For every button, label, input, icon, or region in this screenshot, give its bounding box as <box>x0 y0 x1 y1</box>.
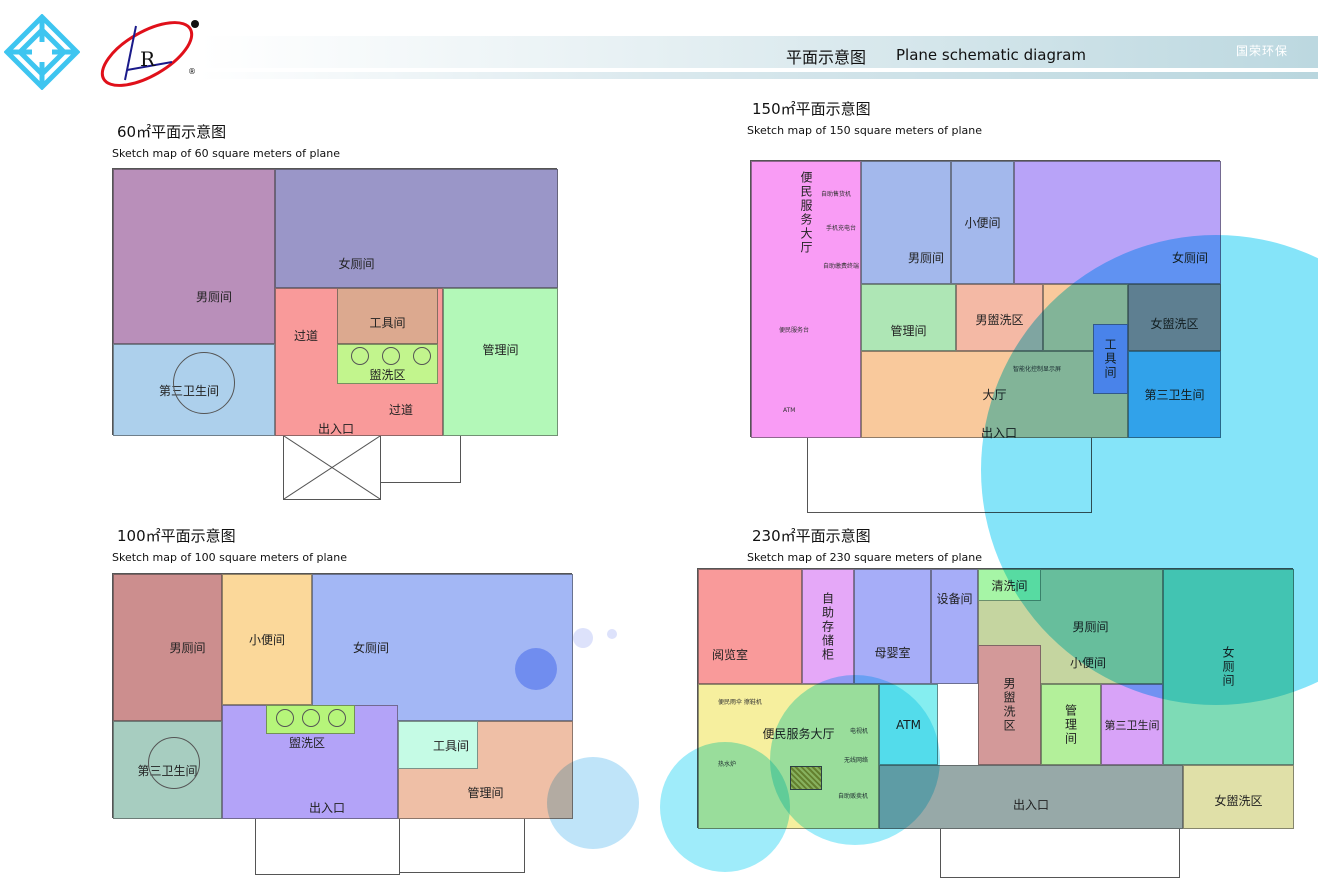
room-accessible-toilet: 第三卫生间 <box>1101 684 1163 765</box>
plan-60: 男厕间 女厕间 过道 工具间 盥洗区 管理间 第三卫生间 过道 出入口 <box>112 168 558 436</box>
room-mens-toilet: 男厕间 <box>113 574 222 721</box>
wash-area-label: 盥洗区 <box>289 736 326 750</box>
small-label: 手机充电台 <box>826 225 857 232</box>
entrance-label: 出入口 <box>318 422 355 436</box>
small-label: 自助售货机 <box>821 191 852 198</box>
room-tool-room: 工具间 <box>1093 324 1128 394</box>
room-mens-toilet: 男厕间 <box>113 169 275 344</box>
turning-circle <box>173 352 235 414</box>
service-hall-label: 便民服务大厅 <box>799 171 813 255</box>
small-label: ATM <box>783 407 796 414</box>
room-atm: ATM <box>879 684 938 765</box>
room-womens-wash: 女盥洗区 <box>1183 765 1294 829</box>
sink-icon <box>328 709 346 727</box>
header-title-cn: 平面示意图 <box>786 48 867 67</box>
plan-100-ramp <box>400 818 525 873</box>
plan-150-subtitle: Sketch map of 150 square meters of plane <box>747 124 982 137</box>
room-accessible-toilet: 第三卫生间 <box>1128 351 1221 438</box>
plan-230-porch <box>940 828 1180 878</box>
room-womens-toilet: 女厕间 <box>1014 161 1221 284</box>
small-label: 电视机 <box>850 728 869 735</box>
table-icon <box>790 766 822 790</box>
plan-60-subtitle: Sketch map of 60 square meters of plane <box>112 147 340 160</box>
room-urinal: 小便间 <box>951 161 1014 284</box>
room-tool-room: 工具间 <box>398 721 478 769</box>
plan-230-subtitle: Sketch map of 230 square meters of plane <box>747 551 982 564</box>
room-reading-room: 阅览室 <box>698 569 802 684</box>
brand-logo-icon: R ® <box>100 20 199 87</box>
small-label: 自助贩卖机 <box>838 793 869 800</box>
header-title-en: Plane schematic diagram <box>896 46 1086 64</box>
sink-icon <box>302 709 320 727</box>
urinal-label: 小便间 <box>1070 656 1107 670</box>
header-band <box>200 36 1318 68</box>
header-band-stripe <box>200 72 1318 79</box>
room-tool-room: 工具间 <box>337 288 438 344</box>
plan-100-title: 100㎡平面示意图 <box>117 527 236 545</box>
sink-icon <box>382 347 400 365</box>
room-nursing-room: 母婴室 <box>854 569 931 684</box>
entrance-label: 出入口 <box>309 801 346 815</box>
plan-100-subtitle: Sketch map of 100 square meters of plane <box>112 551 347 564</box>
plan-60-title: 60㎡平面示意图 <box>117 123 227 141</box>
svg-text:R: R <box>140 47 156 71</box>
room-management: 管理间 <box>861 284 956 351</box>
small-label: 无线网络 <box>844 757 869 764</box>
plan-100: 男厕间 小便间 女厕间 盥洗区 第三卫生间 管理间 工具间 出入口 <box>112 573 573 819</box>
room-service-hall <box>751 161 861 438</box>
entrance-label: 出入口 <box>981 426 1018 440</box>
plan-100-porch <box>255 818 400 875</box>
plan-60-porch <box>283 435 381 500</box>
room-womens-toilet: 女厕间 <box>1163 569 1294 765</box>
small-label: 自助缴费终端 <box>823 263 860 270</box>
room-mens-wash: 男盥洗区 <box>956 284 1043 351</box>
pattern-logo-icon <box>4 14 80 90</box>
plan-230-title: 230㎡平面示意图 <box>752 527 871 545</box>
small-label: 智能化控制显示屏 <box>1013 366 1062 373</box>
decorative-circle <box>607 629 617 639</box>
room-entrance: 出入口 <box>879 765 1183 829</box>
corridor-label: 过道 <box>389 403 414 417</box>
room-mens-toilet: 男厕间 <box>861 161 951 284</box>
room-urinal: 小便间 <box>222 574 312 705</box>
sink-icon <box>351 347 369 365</box>
header-brand: 国荣环保 <box>1236 44 1289 58</box>
sink-icon <box>276 709 294 727</box>
plan-60-ramp <box>381 435 461 483</box>
plan-150-porch <box>807 437 1092 513</box>
decorative-circle <box>573 628 593 648</box>
plan-150: 便民服务大厅 男厕间 小便间 女厕间 管理间 男盥洗区 大厅 女盥洗区 工具间 … <box>750 160 1221 440</box>
room-womens-toilet: 女厕间 <box>275 169 558 288</box>
room-storage-lockers: 自助存储柜 <box>802 569 854 684</box>
small-label: 便民服务台 <box>779 327 810 334</box>
room-management: 管理间 <box>1041 684 1101 765</box>
sink-icon <box>413 347 431 365</box>
room-cleaning: 清洗间 <box>978 569 1041 601</box>
room-management: 管理间 <box>443 288 558 436</box>
room-womens-wash: 女盥洗区 <box>1128 284 1221 351</box>
small-label: 热水炉 <box>718 761 737 768</box>
porch-cross-icon <box>283 435 381 500</box>
room-womens-toilet: 女厕间 <box>312 574 573 721</box>
plan-230: 阅览室 自助存储柜 母婴室 设备间 便民服务大厅 ATM 男厕间 清洗间 男盥洗… <box>697 568 1294 829</box>
turning-circle <box>148 737 200 789</box>
room-mens-wash: 男盥洗区 <box>978 645 1041 765</box>
svg-text:®: ® <box>188 67 196 76</box>
room-equipment: 设备间 <box>931 569 978 684</box>
small-label: 便民雨伞 擦鞋机 <box>718 699 762 706</box>
plan-150-title: 150㎡平面示意图 <box>752 100 871 118</box>
